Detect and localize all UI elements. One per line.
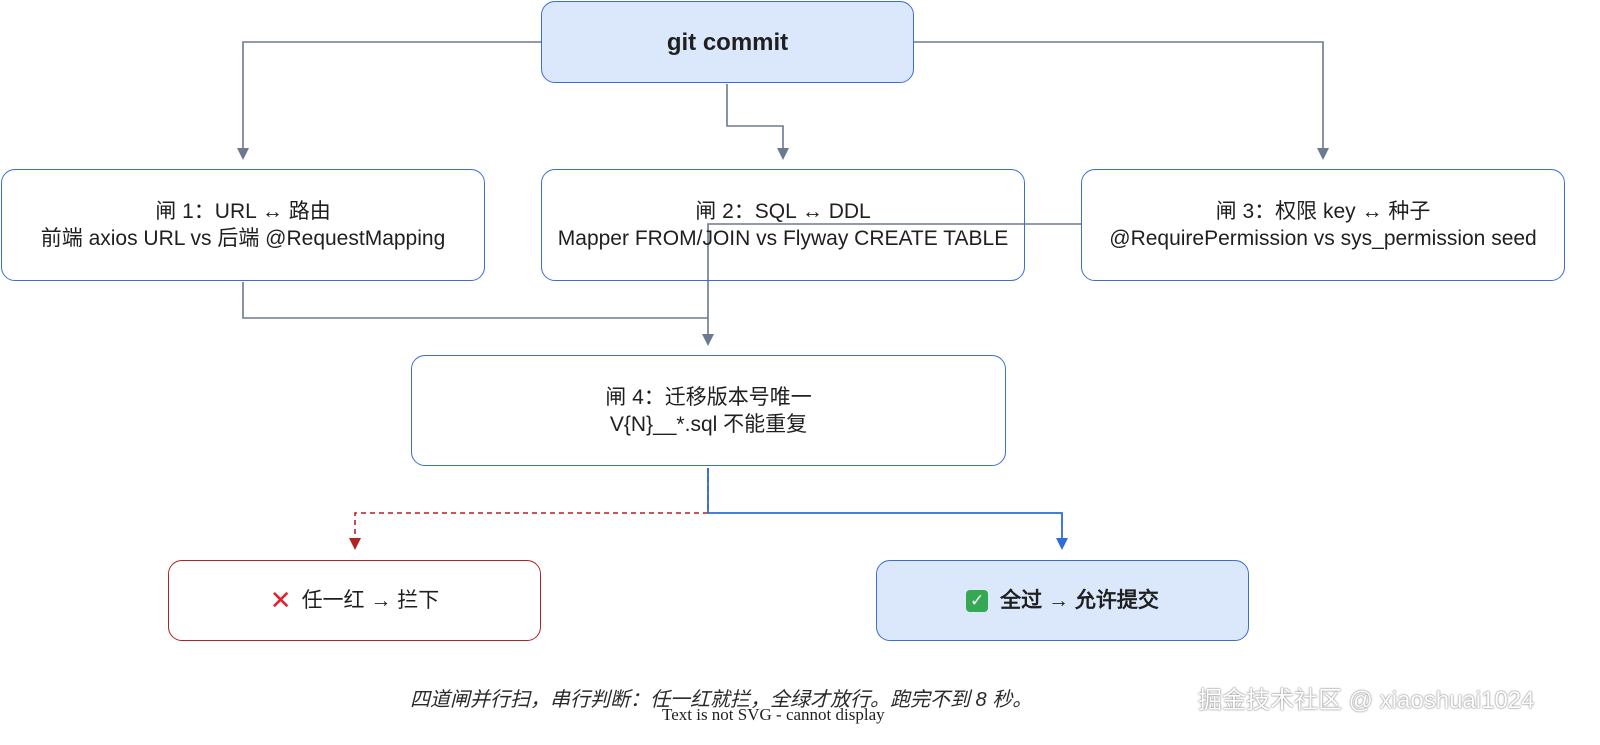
edge-gate1-to-gate4 (242, 282, 708, 319)
gate3-detail: @RequirePermission vs sys_permission see… (1109, 227, 1537, 250)
reject-label: 任一红 → 拦下 (301, 589, 440, 612)
diagram-caption: 四道闸并行扫，串行判断：任一红就拦，全绿才放行。跑完不到 8 秒。 (410, 689, 1033, 711)
edge-gate3-to-gate4 (702, 223, 1081, 346)
gate4-detail: V{N}__*.sql 不能重复 (609, 412, 808, 436)
edge-commit-to-gate2 (726, 84, 789, 160)
cross-mark-icon: ✕ (269, 585, 292, 615)
accept-label: 全过 → 允许提交 (1000, 589, 1159, 612)
git-commit-node: git commit (541, 1, 914, 83)
gate1-title: 闸 1：URL ↔ 路由 (155, 200, 331, 223)
git-commit-label: git commit (666, 28, 789, 56)
gate2-node: 闸 2：SQL ↔ DDL Mapper FROM/JOIN vs Flyway… (541, 169, 1025, 281)
gate4-node: 闸 4：迁移版本号唯一 V{N}__*.sql 不能重复 (411, 355, 1006, 466)
check-mark-icon: ✓ (966, 589, 989, 612)
reject-node: ✕ 任一红 → 拦下 (168, 560, 541, 641)
gate3-title: 闸 3：权限 key ↔ 种子 (1215, 200, 1431, 223)
gate2-detail: Mapper FROM/JOIN vs Flyway CREATE TABLE (557, 227, 1009, 250)
gate1-detail: 前端 axios URL vs 后端 @RequestMapping (40, 227, 446, 250)
gate2-title: 闸 2：SQL ↔ DDL (695, 200, 871, 223)
watermark: 掘金技术社区 @ xiaoshuai1024 (1198, 687, 1535, 714)
edge-commit-to-gate1 (237, 41, 541, 160)
gate1-node: 闸 1：URL ↔ 路由 前端 axios URL vs 后端 @Request… (1, 169, 485, 281)
edge-gate4-to-accept (707, 468, 1068, 550)
gate3-node: 闸 3：权限 key ↔ 种子 @RequirePermission vs sy… (1081, 169, 1565, 281)
edge-gate4-to-reject (349, 468, 709, 550)
accept-node: ✓ 全过 → 允许提交 (876, 560, 1249, 641)
gate4-title: 闸 4：迁移版本号唯一 (605, 385, 812, 409)
edge-commit-to-gate3 (914, 41, 1329, 160)
svg-fallback-note: Text is not SVG - cannot display (662, 705, 885, 724)
